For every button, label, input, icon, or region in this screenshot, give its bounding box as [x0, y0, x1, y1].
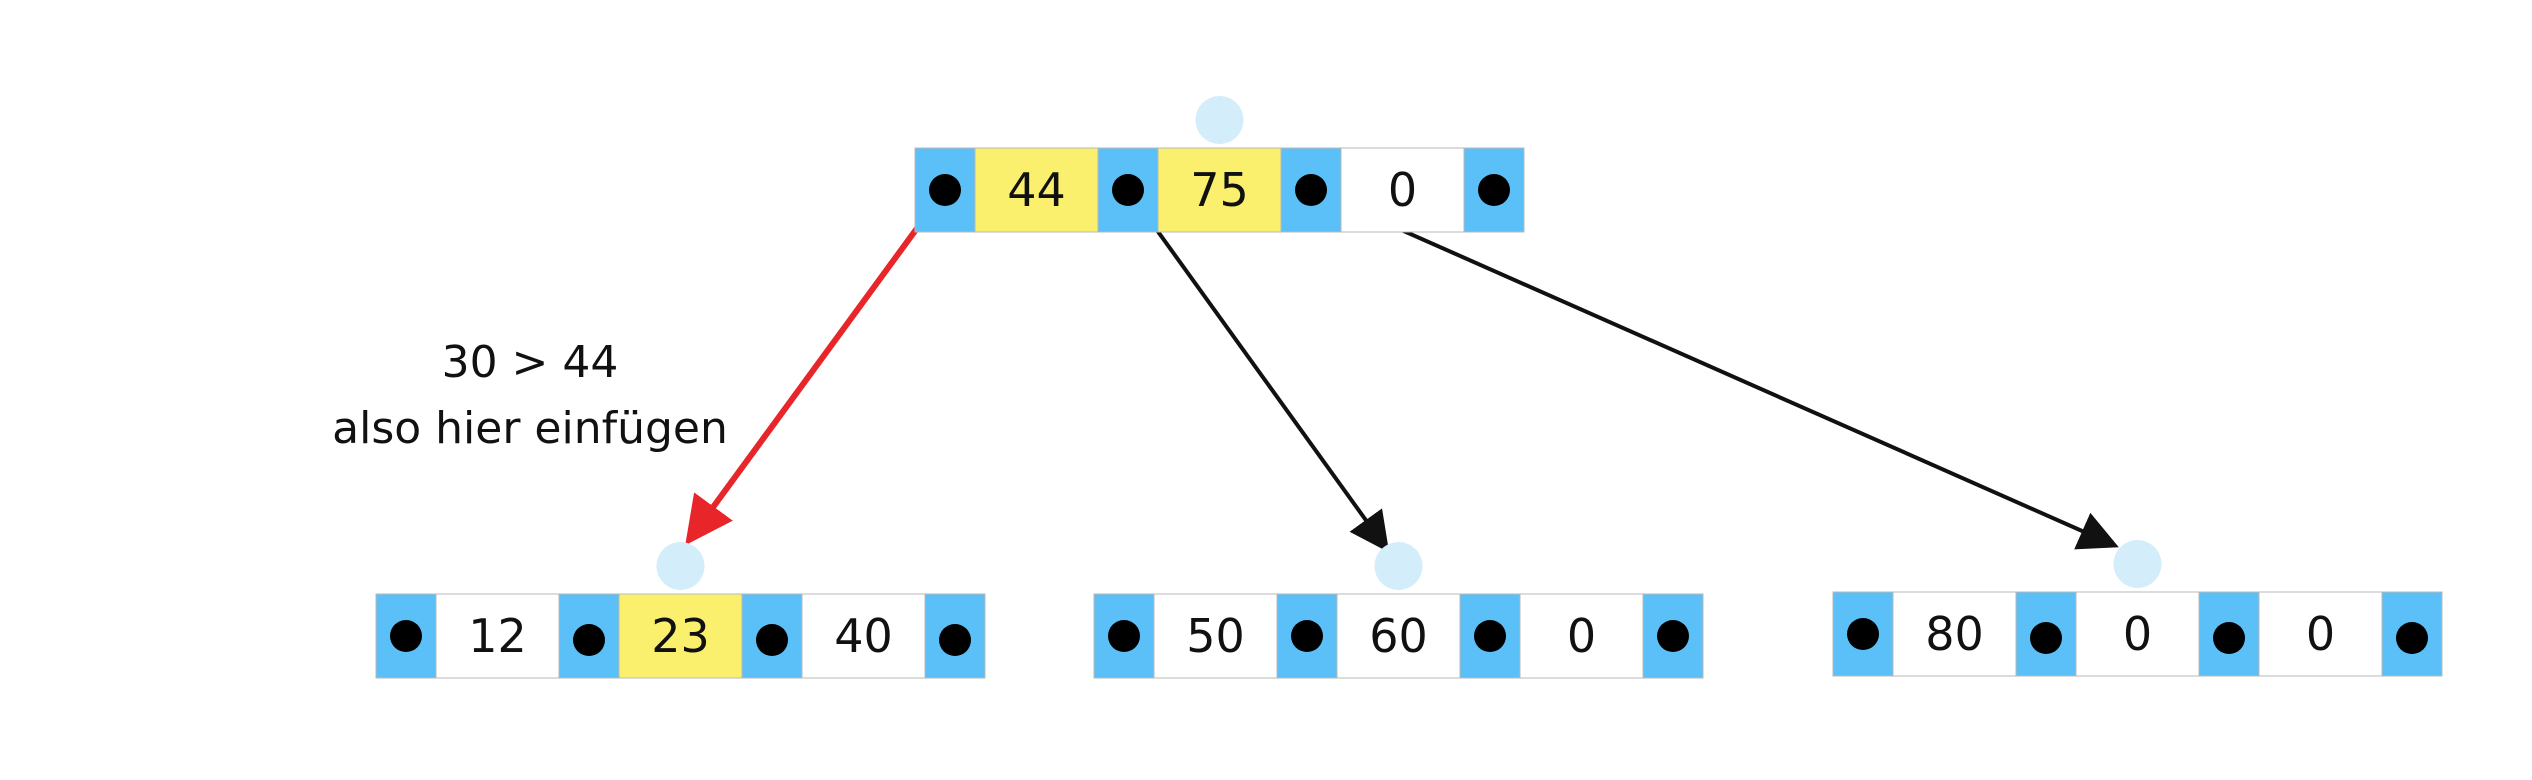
- root-node: 44 75 0: [914, 96, 1525, 233]
- child-node-0-key-0: 12: [468, 609, 527, 663]
- child-node-1-key-cell-2: [1519, 593, 1644, 679]
- root-node-pointer-dot-3: [1478, 174, 1510, 206]
- child-node-2: 80 0 0: [1832, 540, 2443, 677]
- child-node-0-pointer-dot-2: [756, 624, 788, 656]
- root-node-key-cell-0: [974, 147, 1099, 233]
- edges-layer: [685, 188, 2119, 553]
- root-node-key-2: 0: [1388, 163, 1417, 217]
- child-node-1-key-1: 60: [1369, 609, 1428, 663]
- root-node-key-0: 44: [1007, 163, 1066, 217]
- child-node-0-pointer-dot-3: [939, 624, 971, 656]
- child-node-1-key-0: 50: [1186, 609, 1245, 663]
- root-node-pointer-dot-2: [1295, 174, 1327, 206]
- root-node-pointer-dot-1: [1112, 174, 1144, 206]
- child-node-1-key-2: 0: [1567, 609, 1596, 663]
- nodes-layer: 44 75 0 12 23 40 50 60 0 80 0 0: [375, 96, 2443, 679]
- child-pointer-arrow-2: [1310, 188, 2119, 550]
- child-node-1-pointer-dot-1: [1291, 620, 1323, 652]
- root-node-marker: [1195, 96, 1244, 144]
- child-node-0: 12 23 40: [375, 542, 986, 679]
- child-node-0-key-2: 40: [834, 609, 893, 663]
- annotation-comparison: 30 > 44: [441, 337, 619, 388]
- insertion-annotation: 30 > 44 also hier einfügen: [300, 330, 760, 462]
- insert-path-arrow: [685, 188, 948, 546]
- child-node-0-key-1: 23: [651, 609, 710, 663]
- child-node-0-pointer-dot-1: [573, 624, 605, 656]
- child-node-1-pointer-dot-0: [1108, 620, 1140, 652]
- child-node-0-key-cell-2: [801, 593, 926, 679]
- child-node-1-marker: [1374, 542, 1423, 590]
- root-node-key-cell-2: [1340, 147, 1465, 233]
- child-node-2-key-cell-1: [2075, 591, 2200, 677]
- child-node-1-pointer-dot-3: [1657, 620, 1689, 652]
- child-node-2-key-0: 80: [1925, 607, 1984, 661]
- child-node-2-pointer-dot-2: [2213, 622, 2245, 654]
- child-node-2-key-1: 0: [2123, 607, 2152, 661]
- child-pointer-arrow-1: [1126, 188, 1390, 553]
- root-node-key-1: 75: [1190, 163, 1249, 217]
- annotation-instruction: also hier einfügen: [332, 403, 728, 454]
- child-node-1-pointer-dot-2: [1474, 620, 1506, 652]
- child-node-0-marker: [656, 542, 705, 590]
- child-node-0-key-cell-0: [435, 593, 560, 679]
- child-node-0-key-cell-1: [618, 593, 743, 679]
- child-node-2-pointer-dot-0: [1847, 618, 1879, 650]
- child-node-1: 50 60 0: [1093, 542, 1704, 679]
- child-node-2-pointer-dot-3: [2396, 622, 2428, 654]
- child-node-2-pointer-dot-1: [2030, 622, 2062, 654]
- child-node-2-key-2: 0: [2306, 607, 2335, 661]
- child-node-1-key-cell-1: [1336, 593, 1461, 679]
- root-node-key-cell-1: [1157, 147, 1282, 233]
- child-node-0-pointer-dot-0: [390, 620, 422, 652]
- child-node-2-marker: [2113, 540, 2162, 588]
- root-node-pointer-dot-0: [929, 174, 961, 206]
- child-node-2-key-cell-0: [1892, 591, 2017, 677]
- child-node-2-key-cell-2: [2258, 591, 2383, 677]
